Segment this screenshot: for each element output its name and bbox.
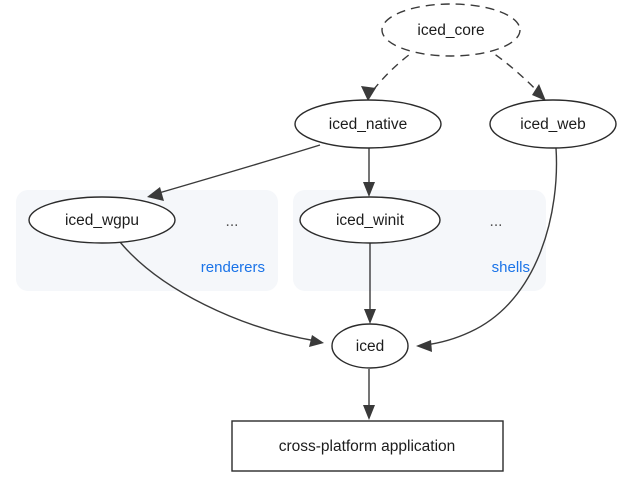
node-iced-label: iced bbox=[356, 338, 384, 355]
node-iced-native-label: iced_native bbox=[329, 116, 407, 133]
arrow-head-icon bbox=[364, 309, 376, 324]
edge-line bbox=[424, 147, 558, 346]
arrow-head-icon bbox=[532, 84, 546, 101]
cluster-shells-label: shells bbox=[492, 259, 530, 276]
node-iced-web-ellipse[interactable] bbox=[489, 99, 617, 149]
node-iced-winit-label: iced_winit bbox=[336, 212, 405, 229]
node-iced-ellipse[interactable] bbox=[331, 323, 409, 369]
edge-iced-native-to-iced-winit bbox=[363, 148, 375, 197]
cluster-renderers-label: renderers bbox=[201, 259, 265, 276]
arrow-head-icon bbox=[361, 86, 376, 101]
edge-line bbox=[119, 241, 317, 342]
node-iced-wgpu-label: iced_wgpu bbox=[65, 212, 139, 229]
cluster-shells-ellipsis: ... bbox=[490, 213, 503, 230]
edge-iced-wgpu-to-iced bbox=[119, 241, 324, 347]
node-iced-web-label: iced_web bbox=[520, 116, 586, 133]
edge-line bbox=[151, 144, 321, 196]
node-iced-winit[interactable]: iced_winit bbox=[299, 196, 441, 244]
node-iced-web[interactable]: iced_web bbox=[489, 99, 617, 149]
edge-iced-to-application bbox=[363, 369, 375, 420]
arrow-head-icon bbox=[363, 405, 375, 420]
edge-iced-web-to-iced bbox=[416, 147, 558, 352]
node-iced-wgpu[interactable]: iced_wgpu bbox=[28, 196, 176, 244]
cluster-renderers-ellipsis: ... bbox=[226, 213, 239, 230]
edge-iced-core-to-iced-native bbox=[361, 46, 421, 101]
node-iced[interactable]: iced bbox=[331, 323, 409, 369]
node-application-label: cross-platform application bbox=[279, 438, 456, 455]
edge-iced-winit-to-iced bbox=[364, 243, 376, 324]
edge-iced-core-to-iced-web bbox=[483, 46, 546, 101]
edge-iced-native-to-iced-wgpu bbox=[147, 144, 321, 201]
node-iced-native[interactable]: iced_native bbox=[294, 99, 442, 149]
node-application-rect[interactable] bbox=[231, 420, 504, 472]
node-iced-core[interactable]: iced_core bbox=[381, 3, 521, 57]
node-iced-native-ellipse[interactable] bbox=[294, 99, 442, 149]
edge-line bbox=[483, 46, 544, 98]
node-iced-core-label: iced_core bbox=[417, 22, 484, 39]
arrow-head-icon bbox=[363, 182, 375, 197]
arrow-head-icon bbox=[416, 340, 432, 352]
node-iced-winit-ellipse[interactable] bbox=[299, 196, 441, 244]
edge-line bbox=[367, 46, 421, 98]
arrow-head-icon bbox=[147, 187, 164, 201]
node-iced-core-ellipse[interactable] bbox=[381, 3, 521, 57]
node-cross-platform-application[interactable]: cross-platform application bbox=[231, 420, 504, 472]
node-iced-wgpu-ellipse[interactable] bbox=[28, 196, 176, 244]
arrow-head-icon bbox=[309, 335, 324, 347]
